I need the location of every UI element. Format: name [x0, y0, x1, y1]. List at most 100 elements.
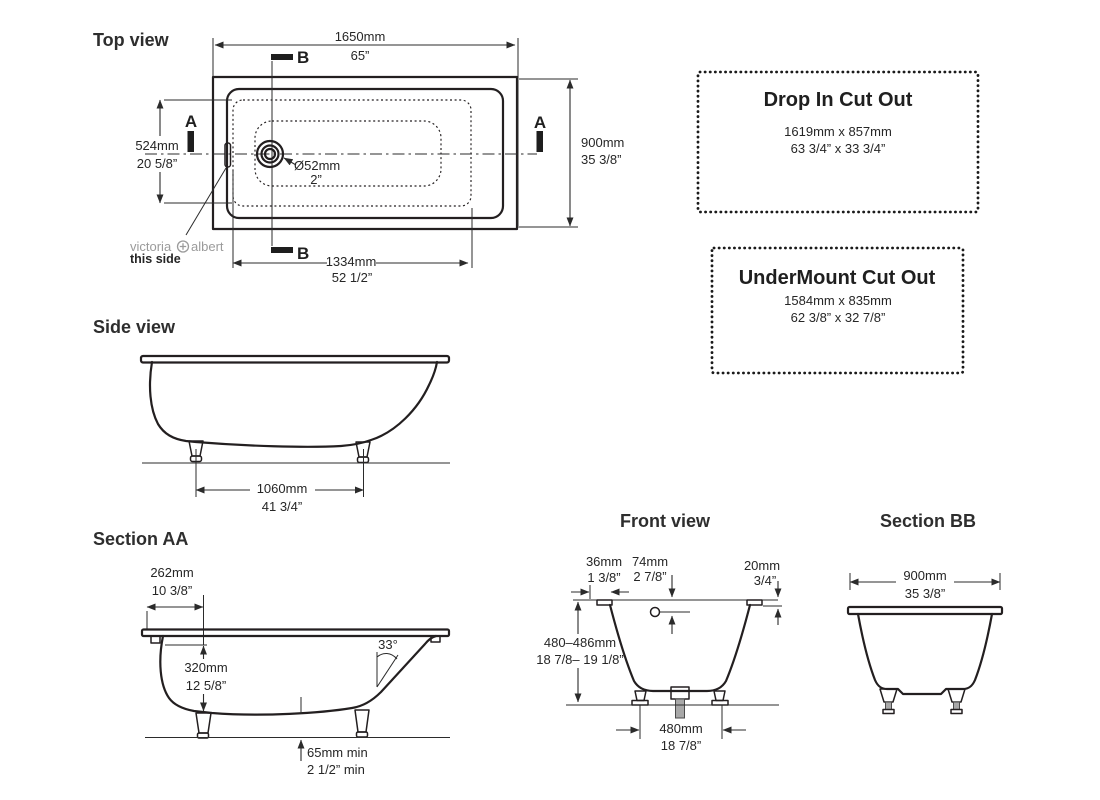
drain-mid-ring [260, 144, 280, 164]
section-bb-title: Section BB [880, 511, 976, 531]
lip-dim-mm: 20mm [744, 558, 780, 573]
victoria-albert-logo: victoria albert this side [130, 239, 224, 266]
logo-text-albert: albert [191, 239, 224, 254]
section-a-marker-left [187, 131, 194, 152]
clearance-dim-in: 2 1/2” min [307, 762, 365, 777]
section-bb-foot-bolt-left [885, 701, 892, 710]
depth-dim-in: 12 5/8” [186, 678, 226, 693]
front-view-bowl [608, 603, 752, 693]
overflow-dim-mm: 74mm [632, 554, 668, 569]
drain-inner-ring [263, 147, 277, 161]
lip-dim-in: 3/4” [754, 573, 776, 588]
rim-dim-in: 1 3/8” [587, 570, 620, 585]
feet-spacing-mm: 1060mm [257, 481, 308, 496]
tub-outer-rim-outline [211, 75, 519, 231]
drain-boss [670, 686, 690, 700]
overflow-slot [224, 142, 232, 168]
front-view-rim-tab-right [746, 599, 763, 606]
logo-plus-icon [179, 243, 187, 250]
drop-in-cutout-box: Drop In Cut Out 1619mm x 857mm 63 3/4” x… [696, 70, 980, 214]
front-feet-dim-mm: 480mm [659, 721, 702, 736]
feet-spacing-in: 41 3/4” [262, 499, 302, 514]
ledge-dim-mm: 262mm [150, 565, 193, 580]
section-b-marker-bottom [271, 247, 293, 253]
angle-wedge [376, 652, 399, 688]
undermount-cutout-border [710, 246, 965, 375]
front-feet-dim-in: 18 7/8” [661, 738, 701, 753]
side-view-rim [139, 354, 451, 364]
angle-wedge-arc [376, 653, 398, 660]
section-aa: Section AA 262mm 10 3/8” 320mm 12 5/8” 3… [93, 529, 451, 777]
section-bb-foot-bolt-right [953, 701, 960, 710]
inner-width-dim-in: 20 5/8” [137, 156, 177, 171]
drain-tailpipe [675, 698, 685, 719]
drop-in-cutout-border [696, 70, 980, 214]
width-dim-mm: 900mm [581, 135, 624, 150]
undermount-cutout-size-mm: 1584mm x 835mm [784, 293, 892, 308]
top-view-title: Top view [93, 30, 170, 50]
height-dim-mm: 480–486mm [544, 635, 616, 650]
section-bb: Section BB 900mm 35 3/8” [846, 511, 1004, 715]
front-view-foot-right [713, 690, 726, 702]
section-bb-foot-pad-left [882, 708, 895, 715]
overflow-dim-in: 2 7/8” [633, 569, 666, 584]
drop-in-cutout-size-mm: 1619mm x 857mm [784, 124, 892, 139]
top-view: Top view Ø52mm 2” 1650mm 65” 900mm 35 3/… [93, 29, 624, 285]
logo-plus-circle-icon [176, 240, 190, 253]
section-b-label-top: B [297, 48, 309, 67]
front-view: Front view 36mm 1 3/8” 74mm 2 7/8” 20mm … [536, 511, 782, 753]
length-dim-in: 65” [351, 48, 370, 63]
drain-leader-line [283, 157, 297, 166]
section-aa-rim-lip-left [150, 635, 161, 644]
section-aa-rim [140, 628, 451, 638]
undermount-cutout-size-in: 62 3/8” x 32 7/8” [791, 310, 886, 325]
undermount-cutout-box: UnderMount Cut Out 1584mm x 835mm 62 3/8… [710, 246, 965, 375]
logo-text-victoria: victoria [130, 239, 172, 254]
inner-length-dim-mm: 1334mm [326, 254, 377, 269]
section-b-label-bottom: B [297, 244, 309, 263]
this-side-note: this side [130, 252, 181, 266]
section-aa-title: Section AA [93, 529, 188, 549]
front-view-rim-tab-left [596, 599, 613, 606]
side-view-title: Side view [93, 317, 176, 337]
bb-width-dim-mm: 900mm [903, 568, 946, 583]
front-view-foot-left [634, 690, 647, 702]
drain-dim-in: 2” [310, 172, 322, 187]
section-a-marker-right [536, 131, 543, 152]
section-aa-foot-pad-right [355, 731, 369, 738]
rim-dim-mm: 36mm [586, 554, 622, 569]
section-aa-tub-profile [159, 634, 438, 716]
ledge-dim-in: 10 3/8” [152, 583, 192, 598]
drain [255, 139, 285, 169]
section-bb-foot-right [947, 688, 966, 703]
front-view-foot-pad-right [711, 699, 729, 706]
logo-leader-line [185, 167, 227, 236]
section-a-label-left: A [185, 112, 197, 131]
bb-width-dim-in: 35 3/8” [905, 586, 945, 601]
length-dim-mm: 1650mm [335, 29, 386, 44]
section-bb-rim [846, 605, 1004, 616]
inner-width-dim-mm: 524mm [135, 138, 178, 153]
drop-in-cutout-size-in: 63 3/4” x 33 3/4” [791, 141, 886, 156]
depth-dim-mm: 320mm [184, 660, 227, 675]
angle-wedge-right-line [376, 654, 399, 688]
inner-length-dim-in: 52 1/2” [332, 270, 372, 285]
section-a-label-right: A [534, 113, 546, 132]
section-b-marker-top [271, 54, 293, 60]
section-aa-foot-left [195, 712, 212, 734]
drain-dim-mm: Ø52mm [294, 158, 340, 173]
front-view-title: Front view [620, 511, 711, 531]
section-bb-foot-pad-right [950, 708, 963, 715]
overflow-hole [649, 606, 661, 618]
section-bb-bowl [856, 612, 994, 696]
front-view-foot-pad-left [631, 699, 649, 706]
height-dim-in: 18 7/8– 19 1/8” [536, 652, 623, 667]
slope-angle-value: 33° [378, 637, 398, 652]
side-view: Side view 1060mm 41 3/4” [93, 317, 451, 514]
clearance-dim-mm: 65mm min [307, 745, 368, 760]
drain-outer-ring [255, 139, 285, 169]
tub-inner-rim-outline [225, 87, 505, 220]
width-dim-in: 35 3/8” [581, 152, 621, 167]
